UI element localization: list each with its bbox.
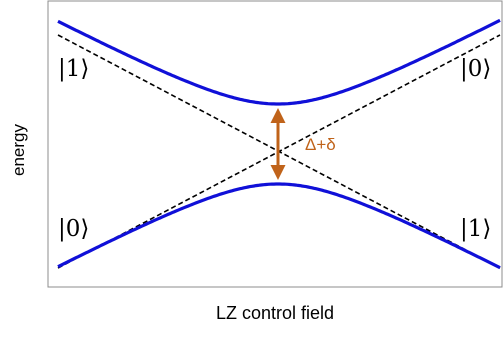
upper-energy-curve <box>57 18 501 106</box>
state-label-bottom-right: |1⟩ <box>460 216 491 242</box>
plot-frame <box>47 0 503 288</box>
state-label-top-right: |0⟩ <box>460 56 491 82</box>
lower-energy-curve <box>57 182 501 270</box>
state-label-bottom-left: |0⟩ <box>58 216 89 242</box>
state-label-top-left: |1⟩ <box>58 56 89 82</box>
x-axis-label: LZ control field <box>215 303 335 323</box>
gap-label: Δ+δ <box>305 135 336 154</box>
